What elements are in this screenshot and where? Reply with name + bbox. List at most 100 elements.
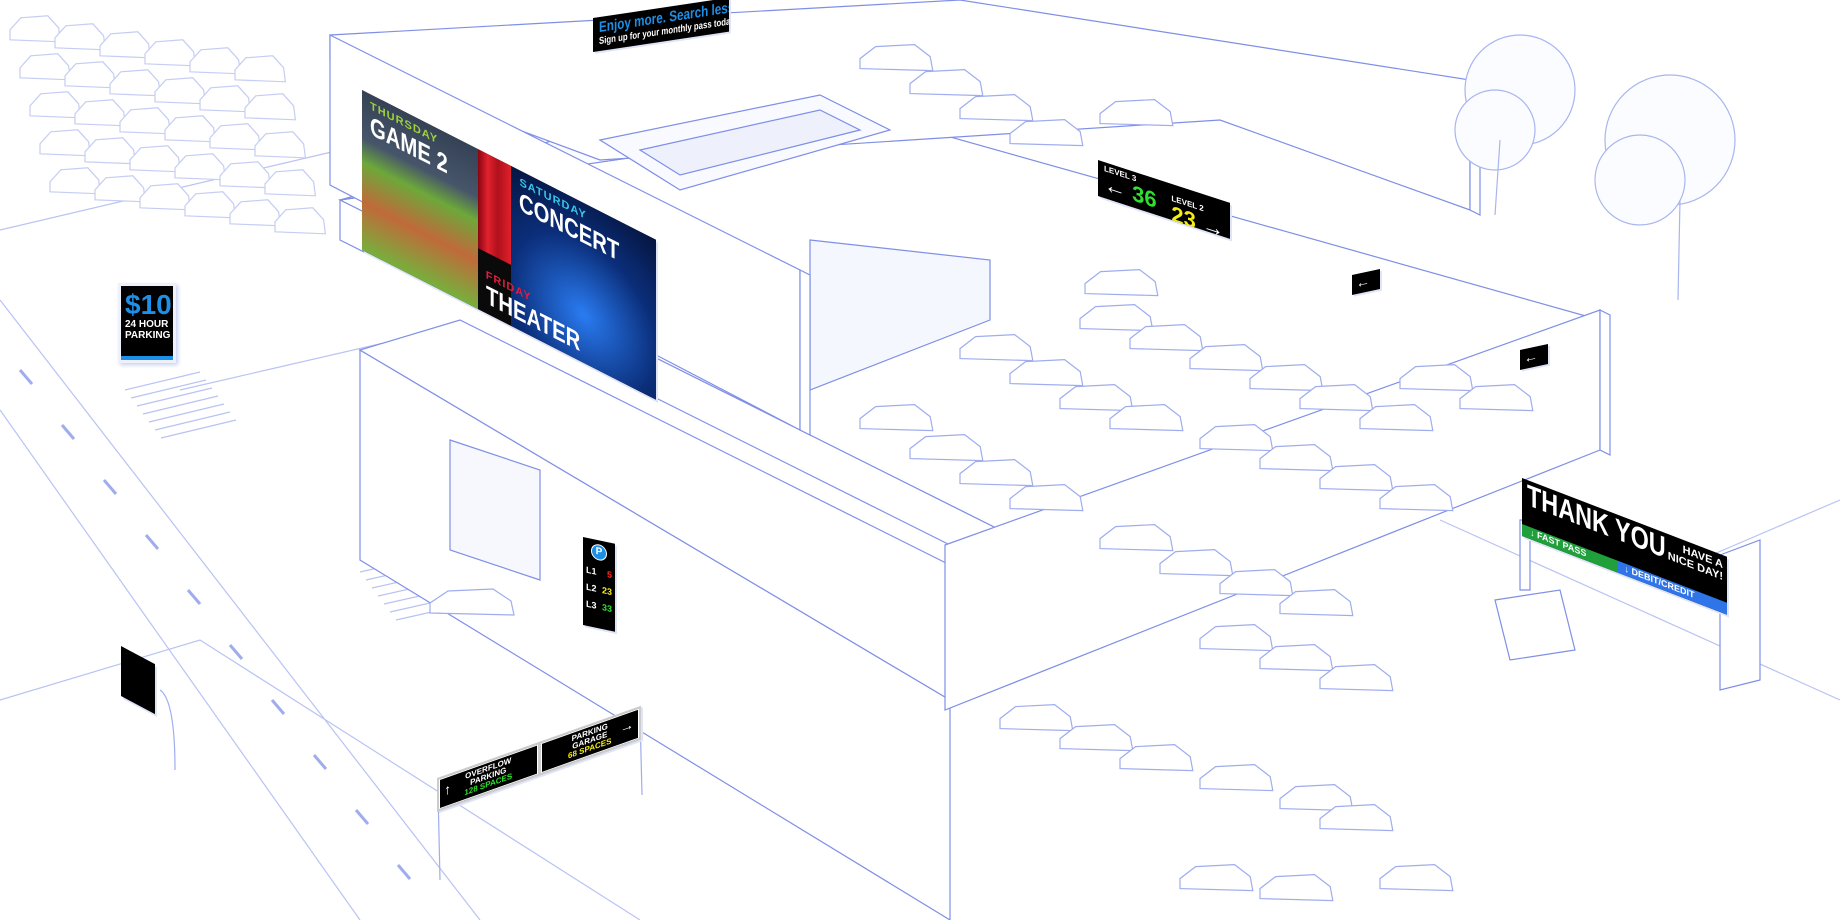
car xyxy=(909,68,984,97)
car xyxy=(1319,803,1394,832)
exit-gate xyxy=(1494,519,1761,691)
row-count: 33 xyxy=(601,602,612,615)
left-arrow-icon: ← xyxy=(1524,347,1538,367)
car xyxy=(959,93,1034,122)
car xyxy=(84,137,137,165)
lane-dash xyxy=(18,369,34,385)
car xyxy=(74,99,127,127)
car xyxy=(959,333,1034,362)
car xyxy=(1009,358,1084,387)
car xyxy=(1179,863,1254,892)
billboard-panel-theater: FRIDAY THEATER xyxy=(477,148,580,357)
crosswalk-stripe xyxy=(148,403,225,423)
car xyxy=(54,23,107,51)
car xyxy=(264,169,317,197)
car xyxy=(1119,743,1194,772)
car xyxy=(274,207,327,235)
accent-bar xyxy=(121,356,173,360)
car xyxy=(9,15,62,43)
car xyxy=(1199,623,1274,652)
car xyxy=(64,61,117,89)
car xyxy=(219,161,272,189)
lane-dash xyxy=(102,479,118,495)
car xyxy=(1199,763,1274,792)
lane-dash xyxy=(396,864,412,880)
car xyxy=(1009,118,1084,147)
car xyxy=(109,69,162,97)
car xyxy=(184,191,237,219)
car xyxy=(1379,483,1454,512)
car xyxy=(94,175,147,203)
lane-dash xyxy=(270,699,286,715)
lane-dash xyxy=(312,754,328,770)
up-arrow-icon: ↑ xyxy=(444,780,451,799)
car xyxy=(1379,863,1454,892)
car xyxy=(19,53,72,81)
car xyxy=(139,183,192,211)
lane-dash xyxy=(228,644,244,660)
price-line: 24 HOUR xyxy=(125,319,169,330)
car xyxy=(254,131,307,159)
car xyxy=(39,129,92,157)
row-count: 5 xyxy=(606,569,612,581)
car xyxy=(1099,523,1174,552)
garage-cars xyxy=(429,43,1534,902)
car xyxy=(164,115,217,143)
car xyxy=(229,199,282,227)
sign-poles xyxy=(159,689,643,881)
car xyxy=(174,153,227,181)
parked-cars xyxy=(9,15,327,235)
car xyxy=(234,55,287,83)
lane-dash xyxy=(60,424,76,440)
car xyxy=(154,77,207,105)
car xyxy=(244,93,297,121)
tree xyxy=(1454,34,1736,301)
left-arrow-icon: ← xyxy=(1356,272,1370,292)
car xyxy=(1009,483,1084,512)
crosswalk-stripe xyxy=(154,411,231,431)
row-count: 23 xyxy=(601,585,612,598)
crosswalk-stripe xyxy=(142,395,219,415)
parking-icon: P xyxy=(591,542,607,563)
car xyxy=(1459,383,1534,412)
lane-dash xyxy=(186,589,202,605)
car xyxy=(129,145,182,173)
lane-markings xyxy=(18,369,412,880)
car xyxy=(999,703,1074,732)
price-sign: $10 24 HOUR PARKING xyxy=(118,283,176,363)
car xyxy=(1099,98,1174,127)
car xyxy=(1359,403,1434,432)
garage-front-wall xyxy=(944,309,1611,711)
car xyxy=(1109,403,1184,432)
car xyxy=(189,47,242,75)
car xyxy=(29,91,82,119)
row-level: L3 xyxy=(586,598,597,611)
car xyxy=(1084,268,1159,297)
price-line: PARKING xyxy=(125,330,171,341)
car xyxy=(119,107,172,135)
car xyxy=(429,588,515,616)
car xyxy=(1319,663,1394,692)
crosswalk-stripe xyxy=(160,419,237,439)
crosswalk-stripe xyxy=(124,371,201,391)
car xyxy=(49,167,102,195)
car xyxy=(859,43,934,72)
price: $10 xyxy=(125,289,172,320)
car xyxy=(99,31,152,59)
lane-dash xyxy=(354,809,370,825)
car xyxy=(209,123,262,151)
car xyxy=(199,85,252,113)
crosswalk-stripe xyxy=(130,379,207,399)
car xyxy=(859,403,934,432)
right-arrow-icon: → xyxy=(620,715,634,737)
car xyxy=(959,458,1034,487)
lane-dash xyxy=(144,534,160,550)
crosswalk-stripe xyxy=(136,387,213,407)
car xyxy=(1279,588,1354,617)
garage-ground-level xyxy=(358,319,1102,920)
car xyxy=(144,39,197,67)
car xyxy=(1259,873,1334,902)
car xyxy=(909,433,984,462)
